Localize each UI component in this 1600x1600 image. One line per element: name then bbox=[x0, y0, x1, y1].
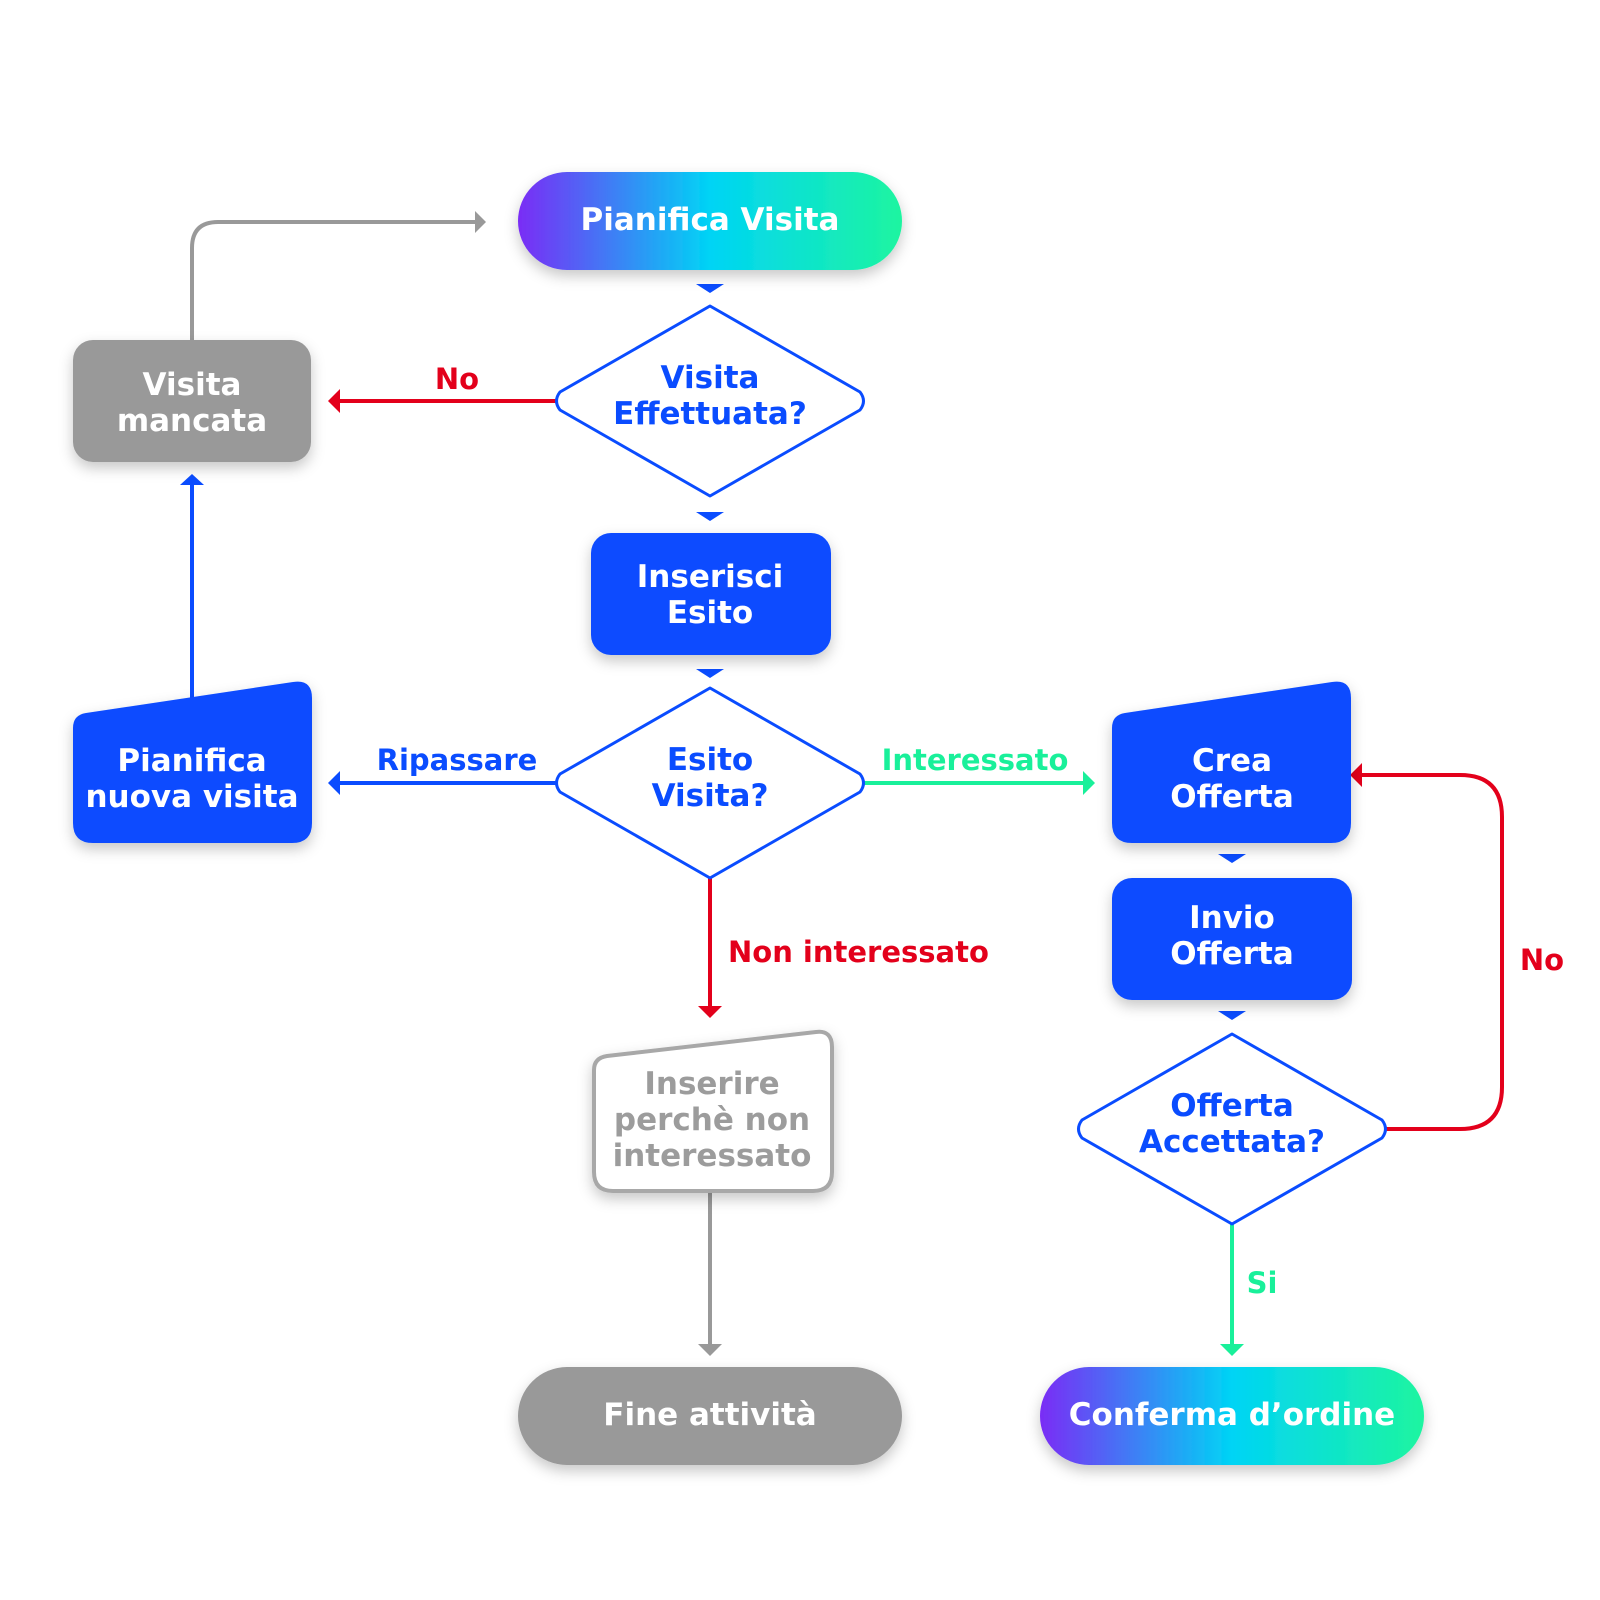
arrowhead-gray-right bbox=[475, 211, 486, 233]
node-label: Fine attività bbox=[603, 1397, 816, 1433]
node-label-line: interessato bbox=[613, 1138, 812, 1174]
node-invio-offerta[interactable]: Invio Offerta bbox=[1112, 878, 1352, 1000]
edge-no-offerta bbox=[1362, 773, 1504, 1131]
node-label-line: Inserire bbox=[644, 1066, 779, 1102]
edge-label-no: No bbox=[435, 362, 479, 396]
node-label-line: Pianifica bbox=[117, 743, 266, 779]
node-label: Conferma d’ordine bbox=[1069, 1397, 1395, 1433]
node-visita-mancata[interactable]: Visita mancata bbox=[73, 340, 311, 462]
arrowhead-red-left bbox=[1350, 763, 1362, 787]
node-inserire-perche[interactable]: Inserire perchè non interessato bbox=[592, 1029, 834, 1193]
arrowhead-blue-left bbox=[328, 771, 340, 795]
node-label-line: Esito bbox=[667, 595, 753, 631]
decision-label-line: Offerta bbox=[1170, 1088, 1294, 1124]
node-pianifica-nuova-visita[interactable]: Pianifica nuova visita bbox=[73, 681, 312, 843]
arrowhead-green-down bbox=[1220, 1344, 1244, 1356]
node-label-line: nuova visita bbox=[85, 779, 298, 815]
decision-visita-effettuata[interactable]: Visita Effettuata? bbox=[555, 304, 865, 498]
arrowhead-blue-down bbox=[696, 669, 724, 678]
node-label-line: Visita bbox=[143, 367, 242, 403]
decision-label-line: Accettata? bbox=[1139, 1124, 1325, 1160]
arrowhead-blue-up bbox=[180, 474, 204, 485]
connectors bbox=[180, 211, 1504, 1356]
node-inserisci-esito[interactable]: Inserisci Esito bbox=[591, 533, 831, 655]
edge-label-no-offerta: No bbox=[1520, 943, 1564, 977]
arrowhead-blue-down bbox=[1218, 1011, 1246, 1020]
arrowhead-red-left bbox=[328, 389, 340, 413]
edge-label-non-interessato: Non interessato bbox=[728, 935, 989, 969]
edge-visita-mancata-to-pianifica bbox=[190, 220, 475, 340]
decision-label-line: Visita bbox=[661, 360, 760, 396]
node-label-line: Offerta bbox=[1170, 779, 1294, 815]
node-label-line: Offerta bbox=[1170, 936, 1294, 972]
node-label-line: Inserisci bbox=[637, 559, 783, 595]
edge-label-ripassare: Ripassare bbox=[377, 743, 538, 777]
arrowhead-green-right bbox=[1083, 771, 1095, 795]
edge-label-interessato: Interessato bbox=[882, 743, 1069, 777]
edge-label-si: Si bbox=[1247, 1266, 1278, 1300]
node-label-line: perchè non bbox=[614, 1102, 810, 1138]
decision-label-line: Esito bbox=[667, 742, 753, 778]
node-label: Pianifica Visita bbox=[581, 202, 840, 238]
arrowhead-blue-down bbox=[696, 284, 724, 293]
decision-label-line: Visita? bbox=[652, 778, 769, 814]
node-label-line: mancata bbox=[117, 403, 267, 439]
decision-esito-visita[interactable]: Esito Visita? bbox=[555, 686, 865, 880]
node-label-line: Invio bbox=[1189, 900, 1275, 936]
arrowhead-gray-down bbox=[698, 1344, 722, 1356]
arrowhead-blue-down bbox=[696, 512, 724, 521]
decision-label-line: Effettuata? bbox=[613, 396, 807, 432]
node-fine-attivita[interactable]: Fine attività bbox=[518, 1367, 902, 1465]
node-conferma-ordine[interactable]: Conferma d’ordine bbox=[1040, 1367, 1424, 1465]
node-label-line: Crea bbox=[1192, 743, 1272, 779]
arrowhead-blue-down bbox=[1218, 854, 1246, 863]
node-pianifica-visita[interactable]: Pianifica Visita bbox=[518, 172, 902, 270]
node-crea-offerta[interactable]: Crea Offerta bbox=[1112, 681, 1351, 843]
arrowhead-red-down bbox=[698, 1006, 722, 1018]
decision-offerta-accettata[interactable]: Offerta Accettata? bbox=[1077, 1032, 1387, 1226]
